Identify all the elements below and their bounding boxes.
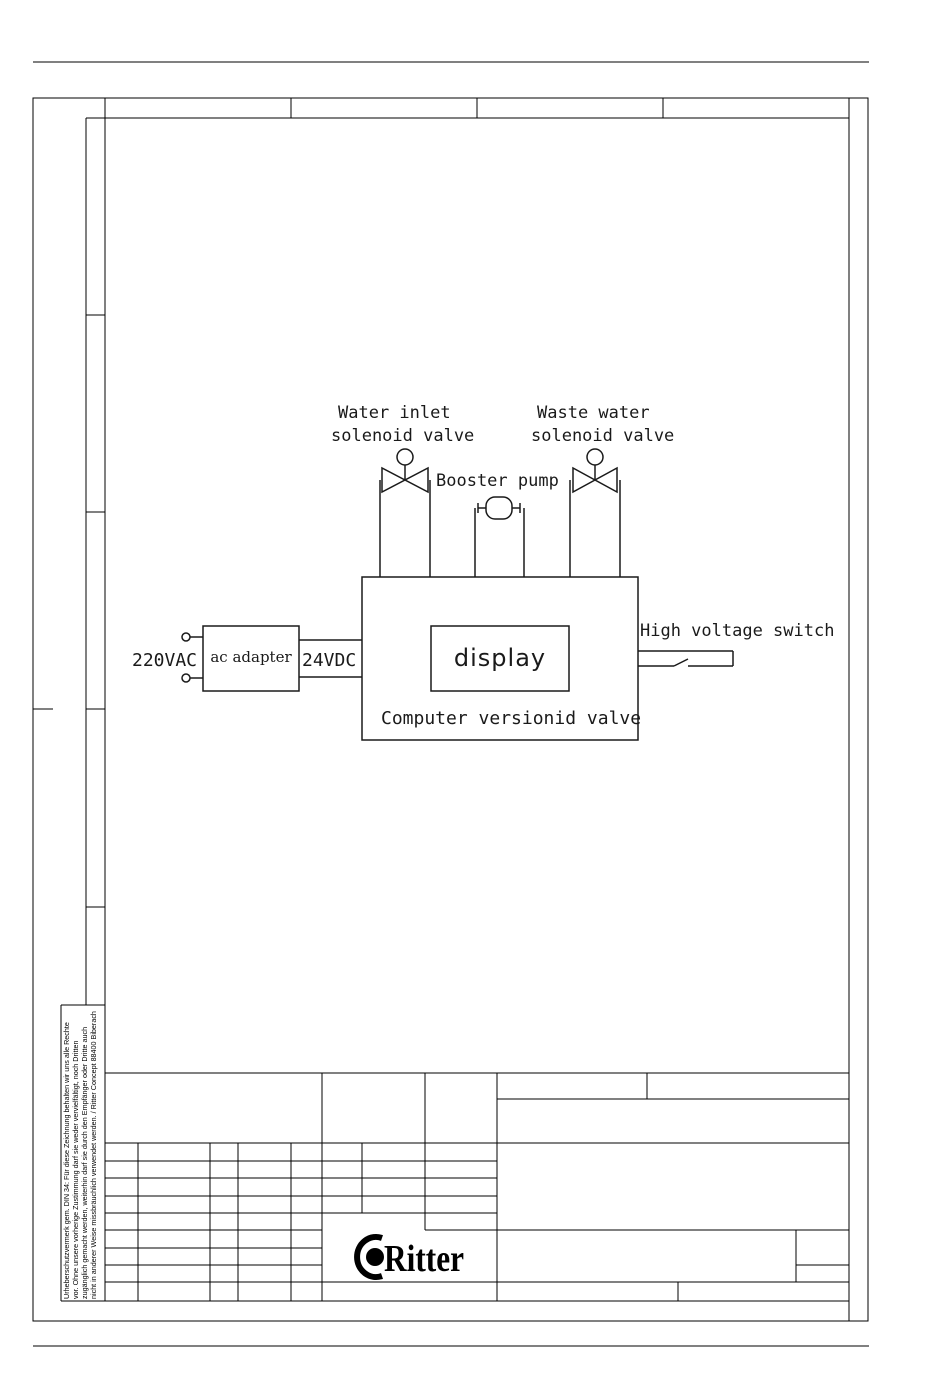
- waste-water-label-2: solenoid valve: [531, 426, 674, 446]
- waste-water-valve-icon: [569, 448, 621, 577]
- logo-arc-icon: [354, 1234, 383, 1280]
- copyright-notice: Urheberschutzvermerk gem. DIN 34: Für di…: [62, 1011, 98, 1299]
- copyright-line-3: zugänglich gemacht werden, weiterhin dar…: [80, 1027, 89, 1299]
- terminal-top-icon: [181, 632, 191, 642]
- output-voltage-label: 24VDC: [302, 650, 356, 671]
- input-voltage-label: 220VAC: [132, 650, 197, 671]
- ac-adapter-label: ac adapter: [210, 648, 292, 666]
- high-voltage-switch-icon: [638, 650, 734, 667]
- logo-text: Ritter: [384, 1238, 464, 1280]
- controller-box: [361, 576, 639, 741]
- water-inlet-label-1: Water inlet: [338, 403, 451, 423]
- title-block: [60, 1004, 849, 1302]
- sheet-frame: [32, 97, 869, 1322]
- water-inlet-valve-icon: [379, 448, 431, 577]
- high-voltage-switch-label: High voltage switch: [640, 621, 834, 641]
- ac-adapter-box: [202, 625, 300, 692]
- copyright-line-2: vor. Ohne unsere vorherige Zustimmung da…: [71, 1041, 80, 1299]
- copyright-line-1: Urheberschutzvermerk gem. DIN 34: Für di…: [62, 1022, 71, 1299]
- terminal-bottom-icon: [181, 673, 191, 683]
- copyright-line-4: nicht in anderer Weise missbräuchlich ve…: [89, 1011, 98, 1299]
- controller-label: Computer versionid valve: [381, 708, 641, 729]
- waste-water-label-1: Waste water: [537, 403, 650, 423]
- wiring-diagram: Water inlet solenoid valve Waste water s…: [132, 403, 834, 741]
- logo-dot-icon: [366, 1248, 384, 1266]
- display-label: display: [454, 644, 546, 672]
- water-inlet-label-2: solenoid valve: [331, 426, 474, 446]
- booster-pump-icon: [474, 496, 525, 577]
- ritter-logo: Ritter: [354, 1234, 464, 1280]
- display-box: [430, 625, 570, 692]
- booster-pump-label: Booster pump: [436, 471, 559, 491]
